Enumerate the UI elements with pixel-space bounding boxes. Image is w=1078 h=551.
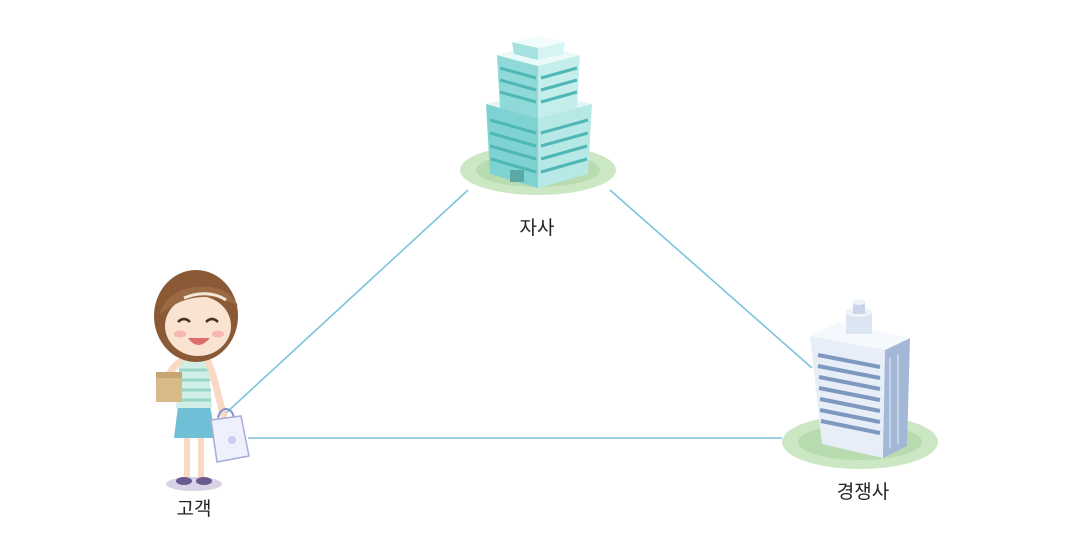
company-building-icon xyxy=(460,36,616,195)
company-label: 자사 xyxy=(520,217,555,239)
competitor-label: 경쟁사 xyxy=(837,481,889,503)
competitor-building-icon xyxy=(782,299,938,469)
customer-label: 고객 xyxy=(177,498,212,520)
edge-company-competitor xyxy=(609,189,813,369)
edge-company-customer xyxy=(225,189,469,414)
customer-woman-icon xyxy=(154,270,250,491)
